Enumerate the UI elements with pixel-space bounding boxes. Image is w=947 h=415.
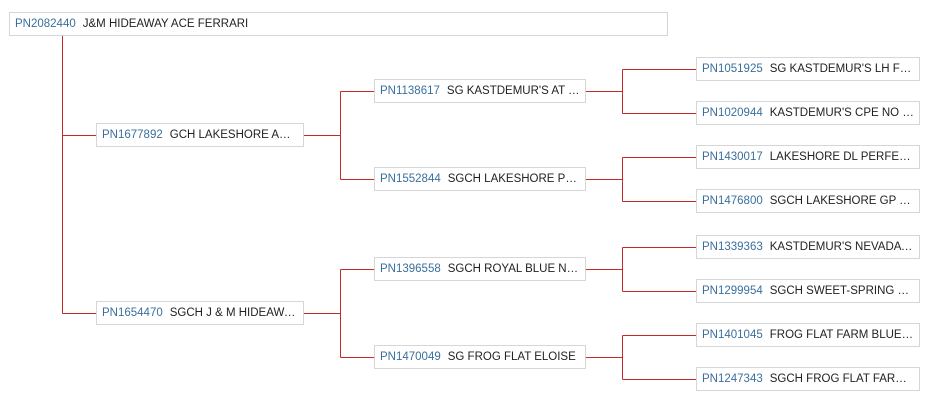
- pn-link[interactable]: PN1138617: [380, 85, 440, 97]
- animal-name: SGCH J & M HIDEAWAY ...: [169, 307, 298, 319]
- pn-link[interactable]: PN1552844: [380, 173, 441, 185]
- pedigree-node-dam-dam[interactable]: PN1470049 SG FROG FLAT ELOISE: [374, 345, 586, 369]
- animal-name: SGCH LAKESHORE PERF...: [447, 173, 580, 185]
- connector-sire-dam-parents: [586, 157, 696, 202]
- pedigree-node-sire[interactable]: PN1677892 GCH LAKESHORE ACE B...: [96, 123, 304, 147]
- pn-link[interactable]: PN1339363: [702, 241, 763, 253]
- pn-link[interactable]: PN1396558: [380, 263, 441, 275]
- pedigree-node-dam-sire[interactable]: PN1396558 SGCH ROYAL BLUE NEV...: [374, 257, 586, 281]
- pn-link[interactable]: PN1430017: [702, 151, 763, 163]
- animal-name: J&M HIDEAWAY ACE FERRARI: [82, 18, 249, 30]
- pedigree-node-sire-sire[interactable]: PN1138617 SG KASTDEMUR'S AT YO...: [374, 79, 586, 103]
- animal-name: GCH LAKESHORE ACE B...: [169, 129, 298, 141]
- connector-dam-dam-parents: [586, 335, 696, 380]
- animal-name: SG KASTDEMUR'S LH FULL ...: [769, 63, 914, 75]
- animal-name: SG KASTDEMUR'S AT YO...: [446, 85, 580, 97]
- pedigree-node-dam-sire-dam[interactable]: PN1299954 SGCH SWEET-SPRING PBC ...: [696, 279, 920, 303]
- animal-name: SGCH LAKESHORE GP TAHI...: [769, 195, 914, 207]
- pn-link[interactable]: PN1020944: [702, 107, 763, 119]
- connector-sire-sire-parents: [586, 69, 696, 114]
- pedigree-node-sire-dam-dam[interactable]: PN1476800 SGCH LAKESHORE GP TAHI...: [696, 189, 920, 213]
- pedigree-node-root[interactable]: PN2082440 J&M HIDEAWAY ACE FERRARI: [9, 12, 668, 36]
- animal-name: KASTDEMUR'S CPE NO EXP...: [769, 107, 914, 119]
- pn-link[interactable]: PN1470049: [380, 351, 441, 363]
- pn-link[interactable]: PN2082440: [15, 18, 76, 30]
- animal-name: SGCH SWEET-SPRING PBC ...: [769, 285, 914, 297]
- pn-link[interactable]: PN1401045: [702, 329, 763, 341]
- animal-name: SGCH ROYAL BLUE NEV...: [447, 263, 580, 275]
- connector-sire-parents: [304, 91, 374, 180]
- animal-name: SGCH FROG FLAT FARMS D...: [769, 373, 914, 385]
- pedigree-node-sire-dam-sire[interactable]: PN1430017 LAKESHORE DL PERFECT S...: [696, 145, 920, 169]
- animal-name: KASTDEMUR'S NEVADA CITY: [769, 241, 914, 253]
- pn-link[interactable]: PN1654470: [102, 307, 163, 319]
- pn-link[interactable]: PN1476800: [702, 195, 763, 207]
- pedigree-node-dam[interactable]: PN1654470 SGCH J & M HIDEAWAY ...: [96, 301, 304, 325]
- pedigree-node-sire-sire-dam[interactable]: PN1020944 KASTDEMUR'S CPE NO EXP...: [696, 101, 920, 125]
- pedigree-node-sire-dam[interactable]: PN1552844 SGCH LAKESHORE PERF...: [374, 167, 586, 191]
- pedigree-node-dam-dam-dam[interactable]: PN1247343 SGCH FROG FLAT FARMS D...: [696, 367, 920, 391]
- pedigree-node-sire-sire-sire[interactable]: PN1051925 SG KASTDEMUR'S LH FULL ...: [696, 57, 920, 81]
- pn-link[interactable]: PN1299954: [702, 285, 763, 297]
- connector-dam-parents: [304, 269, 374, 358]
- animal-name: LAKESHORE DL PERFECT S...: [769, 151, 914, 163]
- pn-link[interactable]: PN1247343: [702, 373, 763, 385]
- pn-link[interactable]: PN1677892: [102, 129, 163, 141]
- pedigree-node-dam-sire-sire[interactable]: PN1339363 KASTDEMUR'S NEVADA CITY: [696, 235, 920, 259]
- animal-name: SG FROG FLAT ELOISE: [447, 351, 576, 363]
- pedigree-node-dam-dam-sire[interactable]: PN1401045 FROG FLAT FARM BLUE BOY: [696, 323, 920, 347]
- animal-name: FROG FLAT FARM BLUE BOY: [769, 329, 914, 341]
- pn-link[interactable]: PN1051925: [702, 63, 763, 75]
- connector-dam-sire-parents: [586, 247, 696, 292]
